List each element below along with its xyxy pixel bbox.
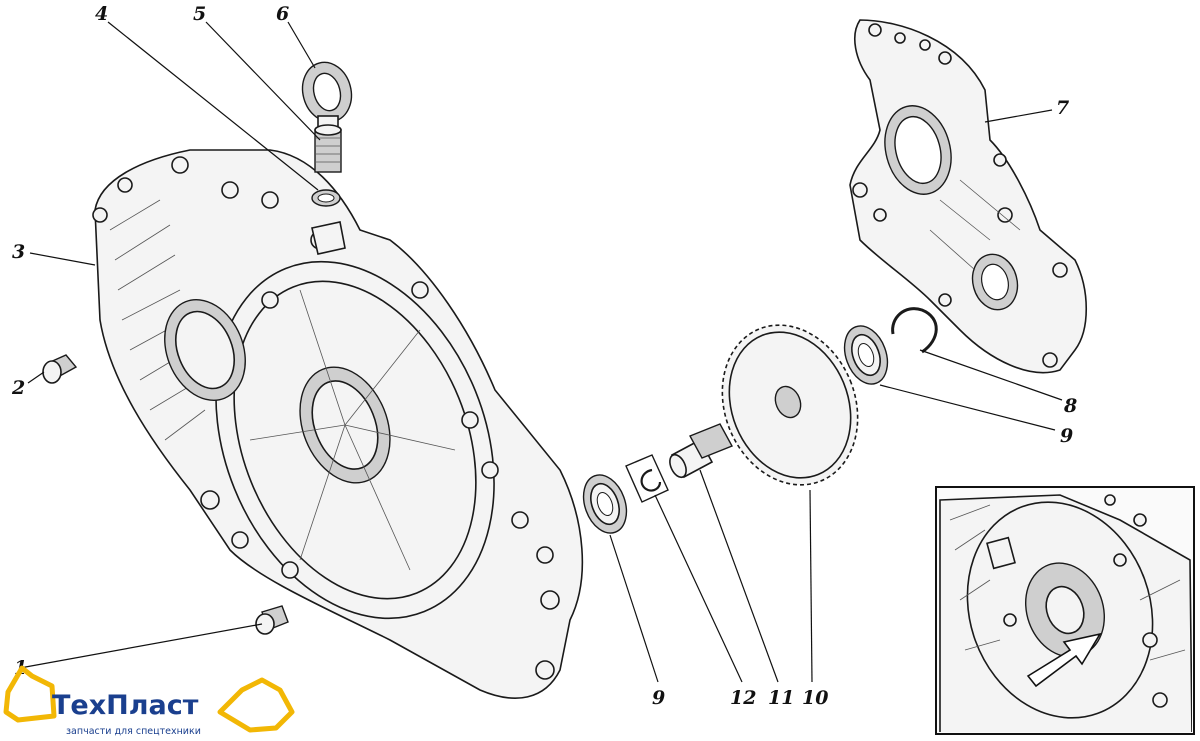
callout-9-right: 9: [1060, 425, 1073, 447]
loader-left-icon: [3, 665, 57, 723]
bearing-part-9-right: [843, 325, 889, 385]
brand-tagline: запчасти для спецтехники: [66, 726, 201, 737]
threaded-insert-part-5: [314, 124, 342, 173]
gearbox-housing: [92, 149, 584, 699]
callout-2: 2: [11, 377, 25, 399]
excavator-arm-icon: [217, 677, 295, 733]
eye-bolt-part-6: [301, 61, 353, 129]
callout-11: 11: [768, 687, 794, 709]
callout-10: 10: [802, 687, 828, 709]
callout-7: 7: [1056, 97, 1069, 119]
splined-shaft-part-11: [669, 423, 733, 479]
callout-12: 12: [730, 687, 756, 709]
sprocket-gear-part-10: [721, 324, 859, 486]
callout-labels: 4 5 6 3 2 1 7 8 9 9 12 11 10: [11, 3, 1077, 709]
arrow-indicator-icon: [1026, 632, 1102, 688]
brand-name: ТехПласт: [52, 690, 199, 721]
leader-lines: [19, 21, 1063, 683]
inset-view-panel: [935, 486, 1195, 735]
callout-6: 6: [276, 3, 289, 25]
retaining-clip-part-12: [625, 454, 669, 503]
callout-3: 3: [12, 241, 25, 263]
plug-part-1: [255, 605, 289, 635]
brand-logo: ТехПласт запчасти для спецтехники: [3, 665, 295, 737]
cover-plate-part-7: [849, 19, 1088, 374]
callout-5: 5: [193, 3, 206, 25]
washer-part-4: [311, 189, 341, 207]
plug-part-2: [42, 354, 78, 384]
snap-ring-part-8: [891, 307, 938, 354]
bearing-part-9-left: [582, 474, 628, 534]
callout-4: 4: [95, 3, 108, 25]
callout-8: 8: [1063, 395, 1077, 417]
callout-9-left: 9: [652, 687, 665, 709]
